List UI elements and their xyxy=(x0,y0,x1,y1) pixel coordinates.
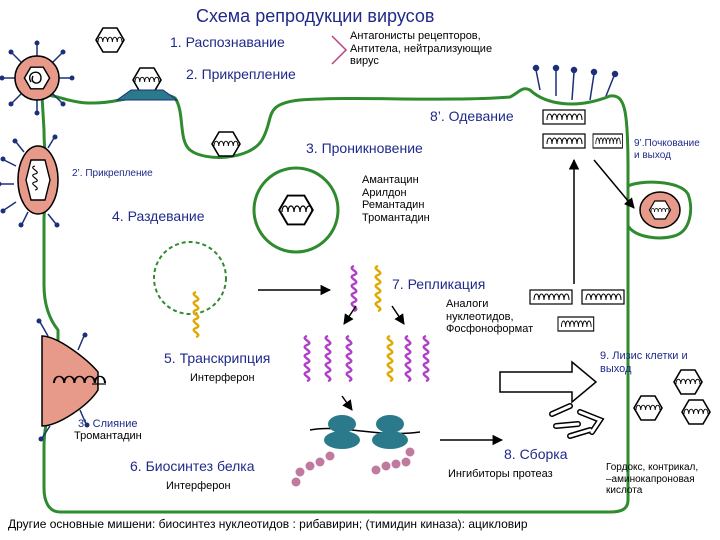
step-uncoating: 4. Раздевание xyxy=(112,208,205,224)
attaching-virion xyxy=(0,134,60,228)
page-title: Схема репродукции вирусов xyxy=(196,6,435,26)
step-replication: 7. Репликация xyxy=(392,276,486,292)
ribosomes xyxy=(309,415,421,449)
step-assembly: 8. Сборка xyxy=(504,446,568,462)
step-envelopment: 8’. Одевание xyxy=(430,108,514,124)
drug-protease-inhibitors: Ингибиторы протеаз xyxy=(448,468,553,480)
drugs-receptor-antagonists: Антагонисты рецепторов, Антитела, нейтра… xyxy=(350,30,493,68)
step-lysis: 9. Лизис клетки и выход xyxy=(600,350,688,375)
step-attachment: 2. Прикрепление xyxy=(186,66,296,82)
drug-interferon-synthesis: Интерферон xyxy=(166,480,231,492)
attachment-virion xyxy=(115,67,179,101)
step-budding: 9’.Почкование и выход xyxy=(634,138,700,161)
drug-tromantadine: Тромантадин xyxy=(74,430,142,442)
flow-arrows xyxy=(258,158,635,446)
envelope-rna-boxes xyxy=(542,109,624,149)
budding-virion xyxy=(626,180,693,240)
drug-interferon-transcription: Интерферон xyxy=(190,372,255,384)
uncoating-capsid xyxy=(153,241,227,339)
replication-strands xyxy=(303,264,430,383)
receptors xyxy=(532,64,619,101)
drugs-penetration: Амантацин Арилдон Ремантадин Тромантадин xyxy=(362,174,430,224)
replication-rna-boxes xyxy=(529,289,625,332)
released-virions xyxy=(633,369,711,425)
step-attachment-alt: 2’. Прикрепление xyxy=(72,168,153,179)
recognition-virion xyxy=(95,27,125,53)
drug-bracket xyxy=(331,35,348,65)
step-recognition: 1. Распознавание xyxy=(170,34,285,50)
footer-other-targets: Другие основные мишени: биосинтез нуклео… xyxy=(8,517,528,531)
penetration-virion xyxy=(211,131,241,157)
free-virion xyxy=(0,40,75,116)
drugs-replication: Аналоги нуклеотидов, Фосфоноформат xyxy=(446,298,534,336)
fusing-virion xyxy=(36,318,107,442)
step-penetration: 3. Проникновение xyxy=(306,140,423,156)
assembly-fragments-inner xyxy=(550,404,603,438)
lysis-arrow xyxy=(499,360,598,404)
cell-membrane xyxy=(40,87,630,514)
step-protein-synthesis: 6. Биосинтез белка xyxy=(130,458,255,474)
peptide-chains xyxy=(291,447,415,487)
endosome xyxy=(252,166,340,254)
drugs-lysis: Гордокс, контрикал, –аминокапроновая кис… xyxy=(606,462,699,496)
step-transcription: 5. Транскрипция xyxy=(164,350,271,366)
step-fusion: 3’. Слияние xyxy=(78,418,138,430)
